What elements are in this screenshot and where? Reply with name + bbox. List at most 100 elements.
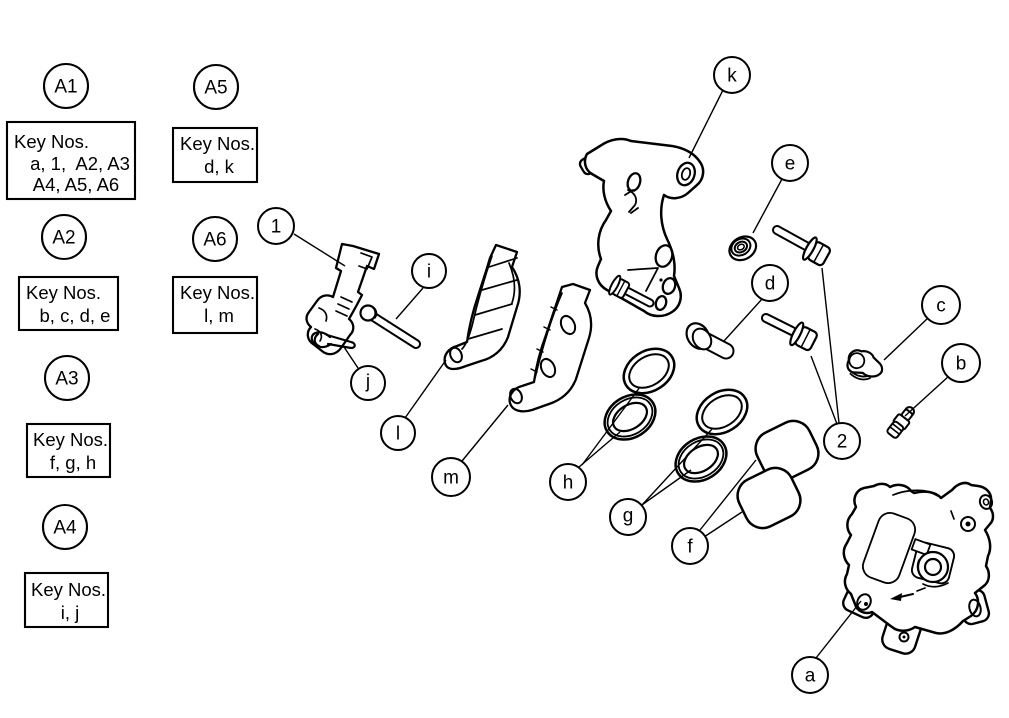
callout-b-label: b: [956, 354, 967, 375]
callout-m-label: m: [443, 468, 459, 489]
legend-a5-box: [171, 126, 259, 184]
callout-k: k: [713, 56, 751, 94]
callout-b: b: [941, 343, 981, 383]
legend-a2-line1: b, c, d, e: [40, 305, 111, 326]
callout-f-label: f: [687, 537, 693, 558]
legend-a4-box: [23, 571, 110, 629]
callout-k-label: k: [727, 66, 737, 87]
part-pad-pin: [359, 304, 421, 349]
part-mounting-bracket: [578, 137, 705, 318]
leader-g2: [638, 469, 692, 508]
leader-g1: [641, 427, 714, 506]
part-seal-set-h: [603, 347, 676, 441]
legend-a2-title: Key Nos.: [26, 282, 101, 303]
legend-a3-label: A3: [55, 369, 78, 390]
callout-g-label: g: [623, 506, 634, 527]
leader-2b: [810, 355, 838, 425]
leader-b: [904, 375, 950, 417]
callouts-layer: 1 2 a b c d e f: [257, 56, 981, 694]
leader-e: [752, 178, 783, 234]
part-cap: [846, 349, 884, 381]
legend-group-a5: A5 Key Nos. d, k: [171, 63, 259, 184]
callout-1-label: 1: [271, 217, 282, 238]
callout-e: e: [771, 144, 809, 182]
callout-h-label: h: [563, 473, 574, 494]
part-seal-set-g: [674, 388, 749, 483]
legend-a1-title: Key Nos.: [14, 131, 89, 152]
leader-f2: [703, 511, 743, 538]
part-brake-pad-inner: [508, 282, 593, 413]
leader-l: [404, 359, 447, 419]
legend-a6-line1: l, m: [204, 305, 234, 326]
callout-h: h: [549, 463, 587, 501]
leader-h1: [581, 386, 641, 466]
legend-group-a2: A2 Key Nos. b, c, d, e: [17, 213, 120, 332]
callout-c-label: c: [936, 296, 946, 317]
callout-a: a: [791, 656, 829, 694]
leader-c: [883, 317, 929, 361]
leader-m: [461, 404, 509, 462]
callout-i-label: i: [427, 262, 431, 283]
callout-c: c: [921, 285, 961, 325]
part-bolt-lower: [761, 313, 818, 352]
callout-d-label: d: [765, 274, 776, 295]
callout-l: l: [380, 415, 416, 451]
legend-group-a4: A4 Key Nos. i, j: [23, 503, 110, 629]
legend-a4-line1: i, j: [61, 602, 80, 623]
legend-a6-box: [171, 275, 259, 335]
legend-a4-title: Key Nos.: [31, 579, 106, 600]
part-caliper-body: [842, 481, 995, 655]
legend-a3-line1: f, g, h: [50, 452, 96, 473]
part-bleeder-valve: [886, 406, 915, 439]
leader-1: [293, 233, 346, 267]
part-slide-pin: [685, 322, 735, 360]
legend-group-a1: A1 Key Nos. a, 1, A2, A3 A4, A5, A6: [5, 62, 137, 201]
leader-2a: [821, 267, 840, 424]
callout-2: 2: [823, 422, 861, 460]
part-brake-pad-outer: [443, 243, 521, 371]
legend-layer: A1 Key Nos. a, 1, A2, A3 A4, A5, A6 A2 K…: [5, 62, 259, 629]
legend-group-a6: A6 Key Nos. l, m: [171, 215, 259, 335]
callout-i: i: [411, 253, 447, 289]
legend-a2-label: A2: [52, 228, 75, 249]
legend-a6-title: Key Nos.: [180, 282, 255, 303]
callout-d: d: [751, 264, 789, 302]
part-cotter-clip: [310, 331, 356, 350]
leader-i: [395, 287, 424, 320]
callout-l-label: l: [396, 424, 400, 445]
callout-g: g: [609, 498, 647, 536]
part-pad-spring: [305, 242, 381, 356]
part-pistons: [736, 419, 820, 530]
legend-a2-box: [17, 275, 120, 332]
legend-a5-line1: d, k: [204, 156, 235, 177]
part-pin-boot: [728, 235, 758, 262]
callout-j: j: [350, 365, 386, 401]
legend-a3-box: [25, 422, 112, 479]
leader-h2: [578, 431, 621, 468]
callout-m: m: [431, 457, 471, 497]
legend-a5-label: A5: [204, 78, 227, 99]
leader-j: [343, 346, 359, 369]
legend-group-a3: A3 Key Nos. f, g, h: [25, 354, 112, 479]
callout-e-label: e: [785, 154, 796, 175]
legend-a4-label: A4: [53, 518, 77, 539]
leader-a: [815, 600, 862, 659]
legend-a3-title: Key Nos.: [33, 429, 108, 450]
legend-a1-line2: A4, A5, A6: [33, 174, 119, 195]
legend-a1-label: A1: [54, 77, 77, 98]
callout-1: 1: [257, 207, 295, 245]
legend-a1-line1: a, 1, A2, A3: [30, 153, 130, 174]
leader-lines: [293, 89, 950, 659]
legend-a6-label: A6: [203, 230, 226, 251]
leader-d: [723, 297, 764, 342]
part-bolt-upper: [772, 225, 832, 267]
callout-2-label: 2: [837, 432, 848, 453]
callout-f: f: [671, 527, 709, 565]
leader-k: [688, 89, 724, 159]
parts-layer: [305, 137, 995, 655]
callout-j-label: j: [365, 372, 370, 393]
callout-a-label: a: [805, 666, 816, 687]
legend-a5-title: Key Nos.: [180, 133, 255, 154]
